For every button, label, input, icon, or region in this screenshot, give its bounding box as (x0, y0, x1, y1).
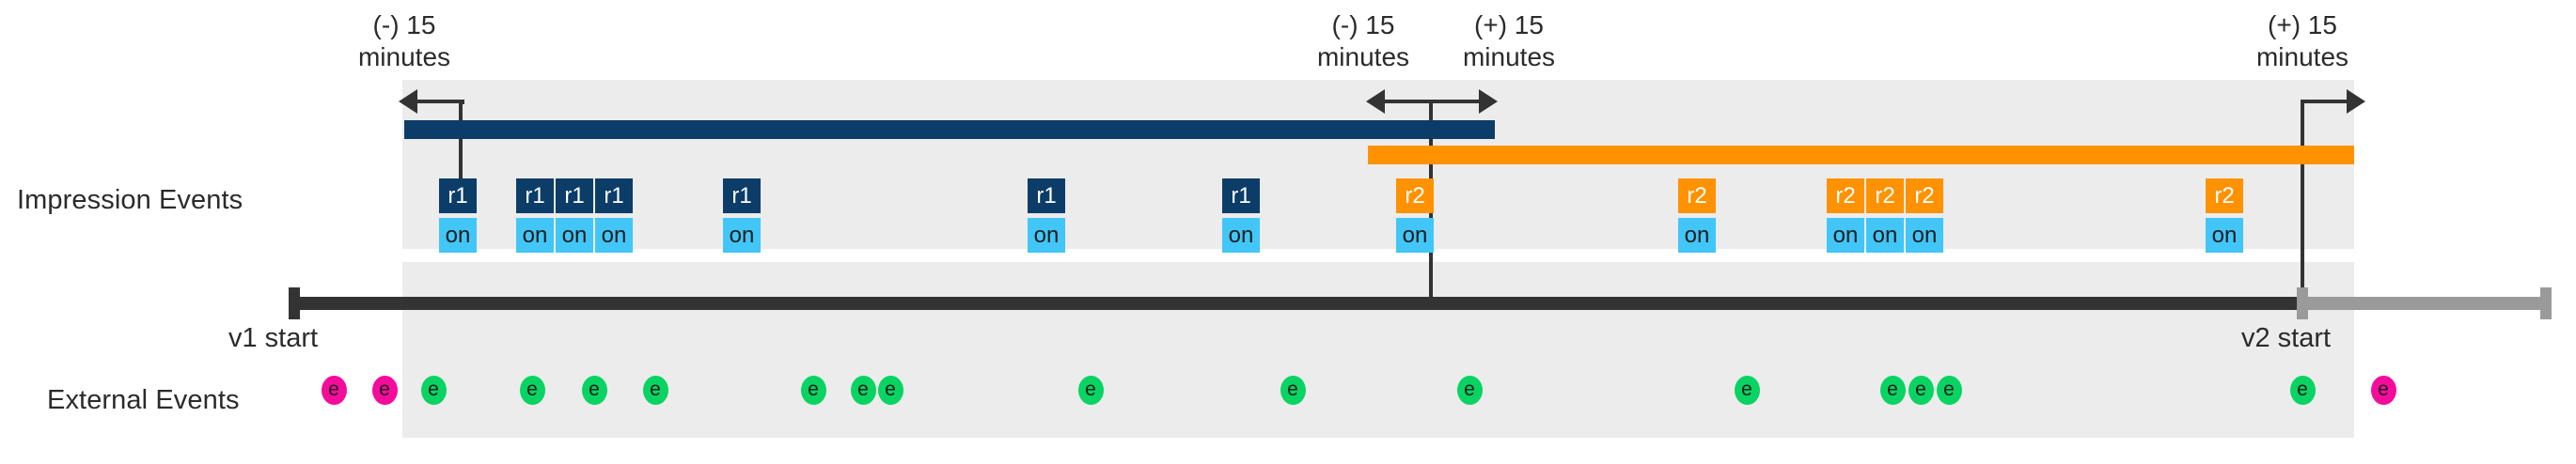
callout-right-plus-line1: (+) 15 (2268, 10, 2337, 39)
impression-chip-revision: r1 (516, 178, 554, 213)
plot-band-lower (402, 262, 2354, 438)
external-event-dot: e (2289, 375, 2316, 405)
external-event-dot: e (2370, 375, 2396, 405)
impression-chip-on: on (1222, 218, 1260, 253)
row-label-impression-events: Impression Events (17, 185, 243, 215)
external-event-dot: e (1908, 375, 1934, 405)
external-event-dot: e (642, 375, 668, 405)
external-event-dot: e (420, 375, 447, 405)
callout-left-minus-rule (417, 100, 464, 103)
impression-chip-on: on (1827, 218, 1864, 253)
external-event-dot: e (519, 375, 545, 405)
callout-left-minus-elbow (461, 100, 464, 104)
callout-left-minus: (-) 15 minutes (329, 9, 479, 73)
impression-chip-on: on (1396, 218, 1434, 253)
callout-left-minus-line2: minutes (357, 42, 451, 71)
impression-chip-revision: r2 (1906, 178, 1943, 213)
callout-mid-plus: (+) 15 minutes (1434, 9, 1584, 73)
impression-chip-revision: r1 (595, 178, 633, 213)
callout-right-plus: (+) 15 minutes (2227, 9, 2378, 73)
impression-chip-on: on (1678, 218, 1716, 253)
external-event-dot: e (1734, 375, 1760, 405)
callout-mid-plus-line2: minutes (1462, 42, 1556, 71)
external-event-dot: e (850, 375, 876, 405)
callout-right-plus-line2: minutes (2255, 42, 2349, 71)
version-bar-r2 (1368, 146, 2354, 164)
impression-chip-revision: r1 (1028, 178, 1065, 213)
external-event-dot: e (1280, 375, 1306, 405)
impression-chip-revision: r1 (439, 178, 477, 213)
impression-chip-on: on (1906, 218, 1943, 253)
impression-chip-revision: r1 (556, 178, 593, 213)
impression-chip-on: on (1866, 218, 1904, 253)
axis-end-cap (2540, 287, 2552, 319)
impression-chip-on: on (2206, 218, 2243, 253)
impression-chip-revision: r2 (1827, 178, 1864, 213)
external-event-dot: e (877, 375, 903, 405)
callout-left-minus-arrowhead-icon (399, 89, 417, 114)
impression-chip-on: on (439, 218, 477, 253)
impression-chip-revision: r2 (2206, 178, 2243, 213)
impression-chip-on: on (1028, 218, 1065, 253)
external-event-dot: e (371, 375, 398, 405)
axis-caption-v2-start: v2 start (2241, 323, 2332, 353)
axis-segment-v2 (2302, 297, 2546, 310)
impression-chip-on: on (516, 218, 554, 253)
external-event-dot: e (321, 375, 347, 405)
axis-caption-v1-start: v1 start (228, 323, 319, 353)
callout-right-plus-arrowhead-icon (2347, 89, 2365, 114)
impression-chip-revision: r1 (723, 178, 761, 213)
callout-mid-minus: (-) 15 minutes (1288, 9, 1438, 73)
impression-chip-on: on (595, 218, 633, 253)
callout-mid-minus-line1: (-) 15 (1331, 10, 1395, 39)
external-event-dot: e (581, 375, 607, 405)
callout-mid-plus-line1: (+) 15 (1474, 10, 1544, 39)
external-event-dot: e (1077, 375, 1104, 405)
callout-left-minus-line1: (-) 15 (372, 10, 436, 39)
impression-chip-revision: r2 (1396, 178, 1434, 213)
external-event-dot: e (800, 375, 826, 405)
marker-line-v2-start (2301, 100, 2304, 302)
external-event-dot: e (1936, 375, 1962, 405)
version-bar-r1 (404, 120, 1495, 139)
callout-mid-left-arrowhead-icon (1366, 89, 1385, 114)
impression-chip-revision: r2 (1866, 178, 1904, 213)
axis-segment-v1 (289, 297, 2302, 310)
impression-chip-on: on (556, 218, 593, 253)
external-event-dot: e (1456, 375, 1483, 405)
callout-mid-right-arrowhead-icon (1479, 89, 1498, 114)
callout-mid-minus-line2: minutes (1316, 42, 1410, 71)
marker-line-v1-start (459, 100, 463, 205)
impression-chip-on: on (723, 218, 761, 253)
external-event-dot: e (1879, 375, 1906, 405)
row-label-external-events: External Events (47, 385, 240, 415)
callout-right-plus-rule (2302, 100, 2349, 103)
impression-chip-revision: r1 (1222, 178, 1260, 213)
impression-chip-revision: r2 (1678, 178, 1716, 213)
